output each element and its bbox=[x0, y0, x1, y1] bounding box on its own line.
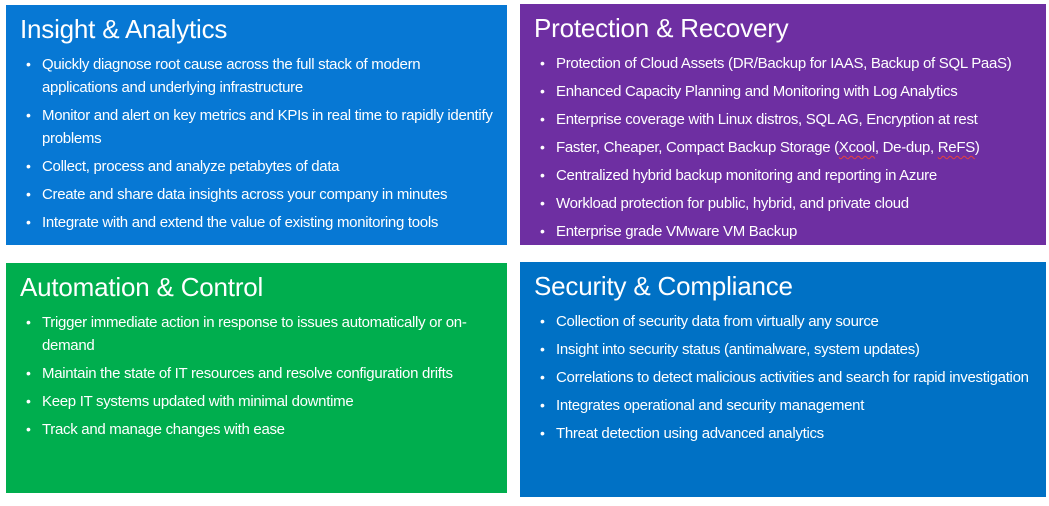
panel-title-insight-analytics: Insight & Analytics bbox=[20, 14, 228, 44]
bullet-text: Track and manage changes with ease bbox=[42, 421, 285, 438]
panel-insight-analytics: Insight & Analytics Quickly diagnose roo… bbox=[6, 5, 507, 245]
bullet-item: Enterprise grade VMware VM Backup bbox=[540, 220, 1036, 243]
bullet-text: Keep IT systems updated with minimal dow… bbox=[42, 393, 354, 410]
bullet-item: Centralized hybrid backup monitoring and… bbox=[540, 164, 1036, 187]
bullet-text: Faster, Cheaper, Compact Backup Storage … bbox=[556, 139, 839, 156]
bullet-item: Collection of security data from virtual… bbox=[540, 310, 1036, 333]
panel-title-automation-control: Automation & Control bbox=[20, 272, 264, 302]
bullet-text: Collection of security data from virtual… bbox=[556, 313, 879, 330]
panel-title-security-compliance: Security & Compliance bbox=[534, 271, 793, 301]
misspelled-word: Xcool bbox=[838, 139, 875, 156]
bullet-text: Maintain the state of IT resources and r… bbox=[42, 365, 453, 382]
bullet-text: Insight into security status (antimalwar… bbox=[556, 341, 920, 358]
bullet-text: Enterprise grade VMware VM Backup bbox=[556, 223, 798, 240]
bullet-text: Create and share data insights across yo… bbox=[42, 186, 448, 203]
bullet-item: Protection of Cloud Assets (DR/Backup fo… bbox=[540, 52, 1036, 75]
bullet-list-automation-control: Trigger immediate action in response to … bbox=[20, 311, 497, 441]
panel-automation-control: Automation & Control Trigger immediate a… bbox=[6, 263, 507, 493]
bullet-item: Correlations to detect malicious activit… bbox=[540, 366, 1036, 389]
bullet-text: Quickly diagnose root cause across the f… bbox=[42, 56, 421, 96]
bullet-text: Monitor and alert on key metrics and KPI… bbox=[42, 107, 493, 147]
bullet-item: Faster, Cheaper, Compact Backup Storage … bbox=[540, 136, 1036, 159]
bullet-text: Collect, process and analyze petabytes o… bbox=[42, 158, 340, 175]
bullet-text: , De-dup, bbox=[874, 139, 938, 156]
bullet-item: Threat detection using advanced analytic… bbox=[540, 422, 1036, 445]
bullet-item: Integrates operational and security mana… bbox=[540, 394, 1036, 417]
bullet-item: Collect, process and analyze petabytes o… bbox=[26, 155, 497, 178]
bullet-text: Enhanced Capacity Planning and Monitorin… bbox=[556, 83, 958, 100]
bullet-text: Trigger immediate action in response to … bbox=[42, 314, 467, 354]
bullet-item: Quickly diagnose root cause across the f… bbox=[26, 53, 497, 99]
misspelled-word: ReFS bbox=[937, 139, 975, 156]
bullet-list-protection-recovery: Protection of Cloud Assets (DR/Backup fo… bbox=[534, 52, 1036, 243]
bullet-item: Track and manage changes with ease bbox=[26, 418, 497, 441]
bullet-item: Monitor and alert on key metrics and KPI… bbox=[26, 104, 497, 150]
bullet-item: Enterprise coverage with Linux distros, … bbox=[540, 108, 1036, 131]
bullet-list-insight-analytics: Quickly diagnose root cause across the f… bbox=[20, 53, 497, 234]
bullet-item: Trigger immediate action in response to … bbox=[26, 311, 497, 357]
bullet-text: ) bbox=[974, 139, 980, 156]
bullet-item: Insight into security status (antimalwar… bbox=[540, 338, 1036, 361]
bullet-text: Protection of Cloud Assets (DR/Backup fo… bbox=[556, 55, 1012, 72]
bullet-text: Threat detection using advanced analytic… bbox=[556, 425, 824, 442]
bullet-text: Correlations to detect malicious activit… bbox=[556, 369, 1029, 386]
bullet-text: Enterprise coverage with Linux distros, … bbox=[556, 111, 978, 128]
bullet-text: Integrate with and extend the value of e… bbox=[42, 214, 439, 231]
bullet-text: Integrates operational and security mana… bbox=[556, 397, 865, 414]
panel-protection-recovery: Protection & Recovery Protection of Clou… bbox=[520, 4, 1046, 245]
bullet-item: Integrate with and extend the value of e… bbox=[26, 211, 497, 234]
bullet-text: Workload protection for public, hybrid, … bbox=[556, 195, 909, 212]
bullet-item: Workload protection for public, hybrid, … bbox=[540, 192, 1036, 215]
bullet-text: Centralized hybrid backup monitoring and… bbox=[556, 167, 937, 184]
bullet-item: Enhanced Capacity Planning and Monitorin… bbox=[540, 80, 1036, 103]
panel-security-compliance: Security & Compliance Collection of secu… bbox=[520, 262, 1046, 497]
panel-title-protection-recovery: Protection & Recovery bbox=[534, 13, 789, 43]
bullet-list-security-compliance: Collection of security data from virtual… bbox=[534, 310, 1036, 445]
bullet-item: Keep IT systems updated with minimal dow… bbox=[26, 390, 497, 413]
bullet-item: Maintain the state of IT resources and r… bbox=[26, 362, 497, 385]
bullet-item: Create and share data insights across yo… bbox=[26, 183, 497, 206]
